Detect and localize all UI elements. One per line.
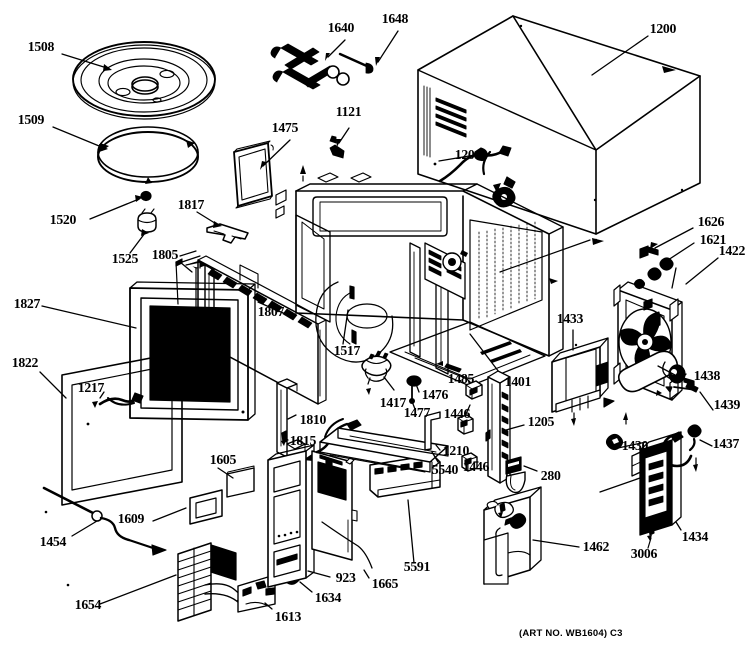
callout-label-1822: 1822 [11, 355, 39, 370]
callout-label-1613: 1613 [274, 609, 302, 624]
callout-label-1477: 1477 [403, 405, 431, 420]
callout-label-5591: 5591 [403, 559, 431, 574]
callout-label-1817: 1817 [177, 197, 205, 212]
callout-label-1217: 1217 [77, 380, 105, 395]
callout-label-1210: 1210 [442, 443, 470, 458]
callout-label-1438: 1438 [693, 368, 721, 383]
callout-label-280: 280 [540, 468, 561, 483]
callout-label-1508: 1508 [27, 39, 55, 54]
callout-label-1439: 1439 [713, 397, 741, 412]
callout-label-1401: 1401 [504, 374, 532, 389]
callout-label-1475: 1475 [271, 120, 299, 135]
callout-label-1640: 1640 [327, 20, 355, 35]
callout-label-1605: 1605 [209, 452, 237, 467]
callout-label-1446: 1446 [443, 406, 471, 421]
callout-label-1520: 1520 [49, 212, 77, 227]
callout-label-1430: 1430 [621, 438, 649, 453]
callout-label-1509: 1509 [17, 112, 45, 127]
callout-label-1810: 1810 [299, 412, 327, 427]
callout-label-1517: 1517 [333, 343, 361, 358]
callout-label-1462: 1462 [582, 539, 610, 554]
callout-label-1648: 1648 [381, 11, 409, 26]
callout-label-923: 923 [335, 570, 356, 585]
callout-label-1654: 1654 [74, 597, 102, 612]
callout-label-1200: 1200 [649, 21, 677, 36]
callout-label-1807: 1807 [257, 304, 285, 319]
art-number-note: (ART NO. WB1604) C3 [519, 628, 623, 639]
callout-label-5540: 5540 [431, 462, 459, 477]
callout-label-1454: 1454 [39, 534, 67, 549]
callout-label-1815: 1815 [289, 433, 317, 448]
callout-label-1827: 1827 [13, 296, 41, 311]
callout-label-1121: 1121 [335, 104, 362, 119]
callout-label-1665: 1665 [371, 576, 399, 591]
callout-label-1621: 1621 [699, 232, 727, 247]
callout-label-1205: 1205 [527, 414, 555, 429]
callout-label-1437: 1437 [712, 436, 740, 451]
callout-label-1634: 1634 [314, 590, 342, 605]
callout-label-1422: 1422 [718, 243, 746, 258]
callout-label-1525: 1525 [111, 251, 139, 266]
callout-label-1805: 1805 [151, 247, 179, 262]
callout-label-1446-2: 1446 [462, 459, 490, 474]
callout-label-1476: 1476 [421, 387, 449, 402]
callout-label-1433: 1433 [556, 311, 584, 326]
callout-label-1206: 1206 [454, 147, 482, 162]
callout-label-1609: 1609 [117, 511, 145, 526]
callout-label-1417: 1417 [379, 395, 407, 410]
callout-label-1434: 1434 [681, 529, 709, 544]
callout-label-1485: 1485 [447, 371, 475, 386]
callout-label-1626: 1626 [697, 214, 725, 229]
callout-label-3006: 3006 [630, 546, 658, 561]
